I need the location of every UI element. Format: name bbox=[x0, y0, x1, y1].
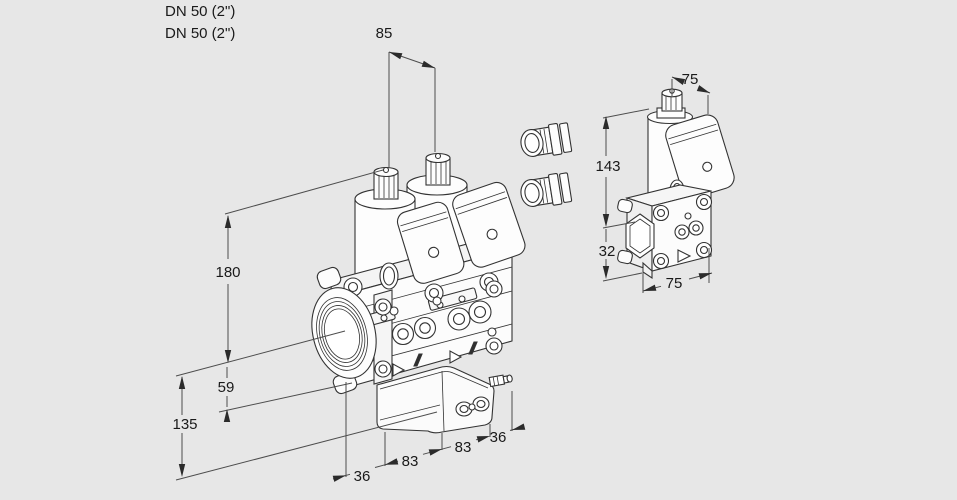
dim-label-59: 59 bbox=[218, 379, 235, 396]
dim-143: 143 bbox=[595, 108, 650, 229]
sealing-plug-2 bbox=[520, 172, 573, 207]
dim-label-85: 85 bbox=[376, 25, 393, 42]
main-cover-left bbox=[396, 201, 465, 284]
dim-75-bottom: 75 bbox=[642, 248, 713, 293]
main-valve-drawing bbox=[311, 152, 526, 434]
dim-85: 85 bbox=[376, 25, 436, 168]
base-module bbox=[376, 365, 513, 434]
sealing-plug-1 bbox=[520, 122, 573, 157]
dim-75-top: 75 bbox=[671, 71, 711, 114]
dim-180: 180 bbox=[175, 169, 384, 377]
dim-label-180: 180 bbox=[215, 264, 240, 281]
dim-label-36-left: 36 bbox=[354, 468, 371, 485]
port-size-label-1: DN 50 (2") bbox=[165, 3, 235, 20]
dim-label-75-bottom: 75 bbox=[666, 275, 683, 292]
side-flow-arrow bbox=[677, 249, 692, 263]
side-solenoid-cap bbox=[656, 88, 686, 119]
dim-label-32: 32 bbox=[599, 243, 616, 260]
side-valve-drawing bbox=[617, 88, 735, 280]
pressure-ports bbox=[389, 296, 497, 346]
main-solenoid-left-cap bbox=[373, 166, 399, 200]
main-cover-right bbox=[452, 181, 526, 268]
hex-plug bbox=[625, 213, 655, 259]
dim-label-143: 143 bbox=[595, 158, 620, 175]
dim-chain-36-83-83-36: 36 83 83 36 bbox=[332, 382, 526, 485]
dim-label-83-left: 83 bbox=[402, 453, 419, 470]
dim-label-83-right: 83 bbox=[455, 439, 472, 456]
main-solenoid-right-cap bbox=[425, 152, 451, 186]
test-nozzle bbox=[488, 374, 513, 388]
flange-bolts bbox=[374, 280, 503, 378]
inlet-flange bbox=[311, 266, 377, 395]
dim-135: 135 bbox=[172, 376, 438, 481]
dim-label-36-right: 36 bbox=[490, 429, 507, 446]
flow-direction-arrows bbox=[392, 341, 478, 377]
port-size-label-2: DN 50 (2") bbox=[165, 25, 235, 42]
dim-label-135: 135 bbox=[172, 416, 197, 433]
dim-label-75-top: 75 bbox=[682, 71, 699, 88]
dim-32: 32 bbox=[599, 229, 643, 282]
dim-59: 59 bbox=[218, 367, 353, 422]
side-valve-body bbox=[617, 184, 713, 280]
coil-port-oval bbox=[379, 262, 399, 290]
